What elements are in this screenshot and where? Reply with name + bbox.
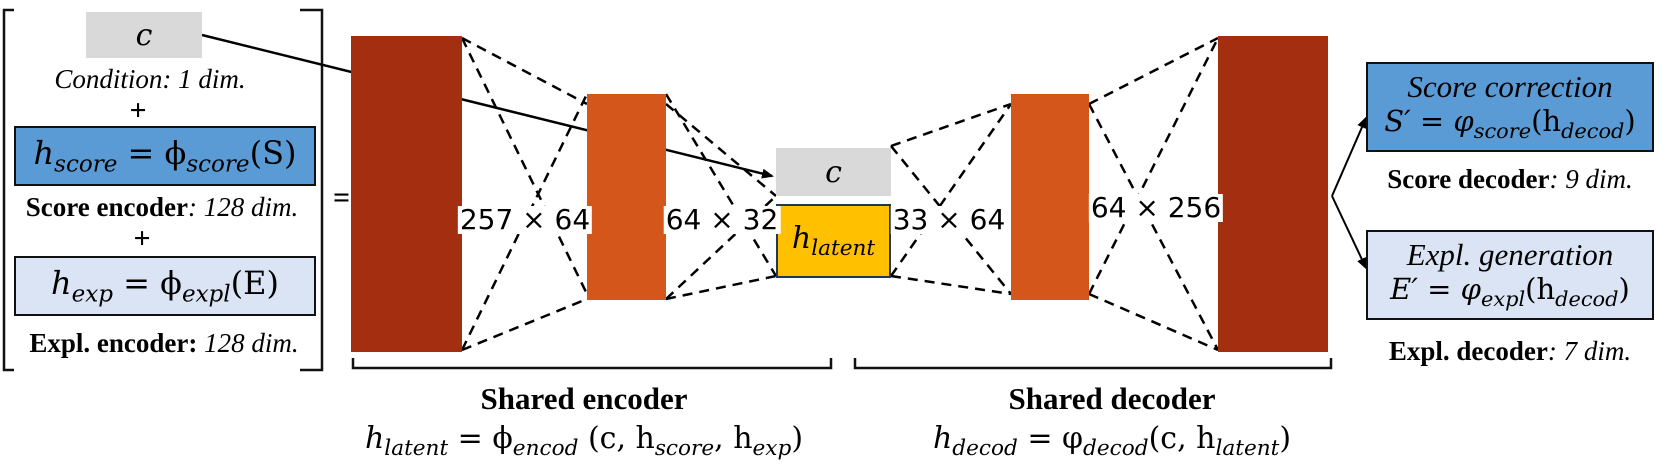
score-output-arrow <box>1331 116 1367 197</box>
left-bracket-close <box>300 8 324 372</box>
latent-h-sub: latent <box>811 236 876 261</box>
expl-generation-box: Expl. generation E′ = φexpl(hdecod) <box>1366 230 1654 320</box>
expl-encoder-caption-bold: Expl. encoder: <box>29 328 198 358</box>
score-decoder-caption: Score decoder: 9 dim. <box>1387 166 1632 193</box>
expl-output-arrow <box>1331 195 1367 270</box>
expl-encoder-caption: Expl. encoder: 128 dim. <box>29 330 298 357</box>
dim-label-1: 257 × 64 <box>457 203 593 236</box>
score-eq-lhs: h <box>33 134 55 173</box>
score-correction-box: Score correction S′ = φscore(hdecod) <box>1366 62 1654 152</box>
expl-encoder-box: hexp = ϕexpl(E) <box>14 256 316 316</box>
decoder-formula-args-sub1: latent <box>1215 436 1280 461</box>
expl-generation-eq-sub2: decod <box>1555 286 1619 311</box>
expl-generation-eq-2: (h <box>1525 272 1556 307</box>
shared-decoder-formula: hdecod = φdecod(c, hlatent) <box>933 424 1291 460</box>
dim-label-4: 64 × 256 <box>1088 191 1224 224</box>
score-eq-rhs: = ϕ <box>127 134 187 173</box>
condition-label: Condition: 1 dim. <box>54 64 246 94</box>
score-correction-eq-3: ) <box>1624 104 1636 139</box>
decoder-hidden-layer <box>1011 94 1089 300</box>
score-eq-lhs-sub: score <box>54 151 118 178</box>
shared-encoder-title: Shared encoder <box>480 381 688 416</box>
latent-condition-symbol: c <box>825 154 842 190</box>
expl-eq-rhs-sub: expl <box>181 281 231 308</box>
decoder-output-layer <box>1218 36 1328 352</box>
expl-eq-lhs-sub: exp <box>71 281 113 308</box>
condition-box: c <box>86 12 202 58</box>
encoder-hidden-layer <box>587 94 666 300</box>
score-correction-eq-sub1: score <box>1473 118 1532 143</box>
encoder-input-layer <box>351 36 462 352</box>
expl-generation-eq-1: E′ = φ <box>1390 272 1481 307</box>
score-decoder-caption-bold: Score decoder <box>1387 164 1550 194</box>
equals-sign: = <box>333 181 351 214</box>
decoder-formula-eq: = φ <box>1017 421 1084 456</box>
encoder-brace <box>351 358 833 370</box>
score-decoder-caption-dim: : 9 dim. <box>1549 164 1633 194</box>
score-correction-eq-2: (h <box>1531 104 1562 139</box>
decoder-formula-phi-sub: decod <box>1083 436 1149 461</box>
plus-sign-1: + <box>129 94 147 127</box>
score-eq-rhs-sub: score <box>186 151 250 178</box>
dim-label-2: 64 × 32 <box>663 203 781 236</box>
score-correction-title: Score correction <box>1407 69 1613 105</box>
encoder-formula-h: h <box>364 421 385 456</box>
encoder-formula-args-3: ) <box>791 421 804 456</box>
decoder-brace <box>853 358 1333 370</box>
score-encoder-caption: Score encoder: 128 dim. <box>26 194 298 221</box>
score-encoder-caption-bold: Score encoder <box>25 192 188 222</box>
score-eq-arg: (S) <box>249 134 297 173</box>
expl-generation-eq-3: ) <box>1618 272 1630 307</box>
latent-h: h <box>791 221 812 256</box>
encoder-formula-eq: = ϕ <box>448 421 513 456</box>
shared-encoder-formula: hlatent = ϕencod (c, hscore, hexp) <box>365 424 803 460</box>
expl-eq-arg: (E) <box>230 264 279 303</box>
dim-label-3: 33 × 64 <box>890 203 1008 236</box>
decoder-formula-h: h <box>932 421 953 456</box>
decoder-formula-args-1: (c, h <box>1148 421 1216 456</box>
encoder-formula-args-2: , h <box>714 421 753 456</box>
encoder-formula-args-sub1: score <box>654 436 715 461</box>
encoder-formula-args-1: (c, h <box>578 421 655 456</box>
expl-decoder-caption-bold: Expl. decoder <box>1388 336 1548 366</box>
left-bracket-open <box>2 8 14 372</box>
expl-eq-rhs: = ϕ <box>123 264 182 303</box>
decoder-formula-args-2: ) <box>1279 421 1292 456</box>
condition-symbol: c <box>135 17 153 53</box>
shared-decoder-title: Shared decoder <box>1008 381 1216 416</box>
score-correction-eq-sub2: decod <box>1561 118 1625 143</box>
expl-eq-lhs: h <box>50 264 72 303</box>
score-encoder-caption-dim: : 128 dim. <box>187 192 299 222</box>
expl-decoder-caption: Expl. decoder: 7 dim. <box>1389 338 1631 365</box>
expl-encoder-caption-dim: 128 dim. <box>197 328 299 358</box>
condition-arrow <box>201 33 774 179</box>
expl-decoder-caption-dim: : 7 dim. <box>1547 336 1632 366</box>
latent-box: hlatent <box>776 204 891 278</box>
encoder-formula-args-sub2: exp <box>752 436 792 461</box>
score-correction-eq-1: S′ = φ <box>1384 104 1474 139</box>
latent-condition-box: c <box>776 148 891 196</box>
decoder-formula-h-sub: decod <box>952 436 1018 461</box>
encoder-formula-h-sub: latent <box>384 436 449 461</box>
encoder-formula-phi-sub: encod <box>512 436 579 461</box>
expl-generation-eq-sub1: expl <box>1480 286 1526 311</box>
expl-generation-title: Expl. generation <box>1406 237 1614 273</box>
score-encoder-box: hscore = ϕscore(S) <box>14 126 316 186</box>
plus-sign-2: + <box>133 222 151 255</box>
